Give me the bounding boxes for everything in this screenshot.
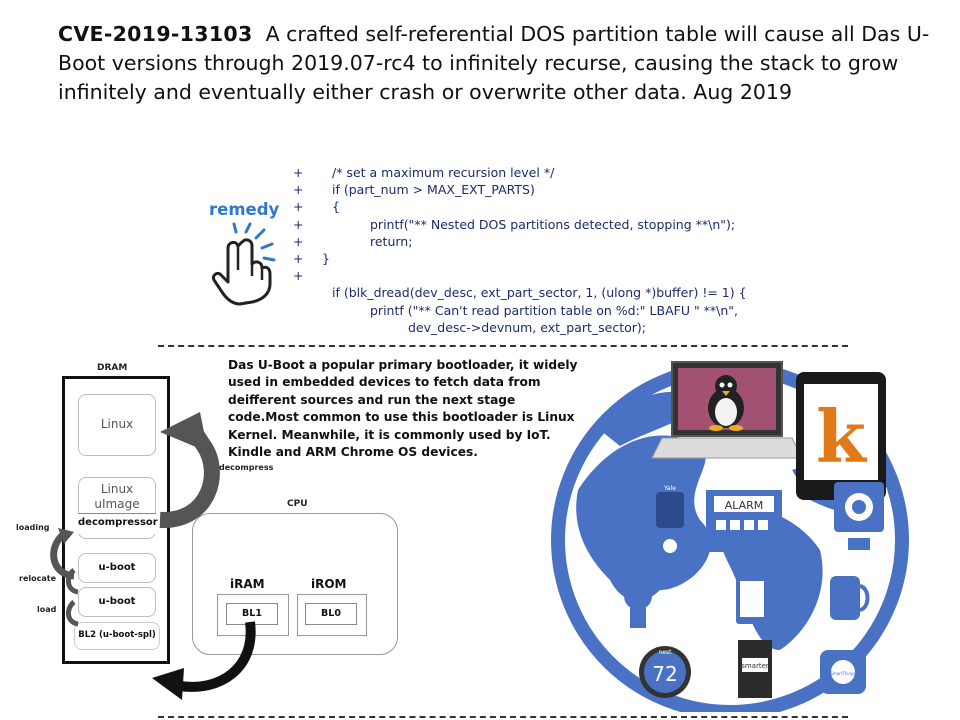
coffee-maker-icon: smarter [738,640,772,698]
cve-id: CVE-2019-13103 [58,22,253,46]
bl0-box: BL0 [305,603,357,625]
svg-text:SmartThings: SmartThings [830,671,855,676]
nest-thermostat-icon: nest 72 [639,646,691,698]
alarm-panel-icon: ALARM [706,490,782,552]
svg-text:ALARM: ALARM [725,499,764,512]
linux-box: Linux [78,394,156,456]
smartthings-hub-icon: SmartThings [820,650,866,694]
decompressor-box: decompressor [78,513,158,534]
relocate-label: relocate [19,574,56,583]
cpu-box [192,513,398,655]
cve-description: A crafted self-referential DOS partition… [58,22,930,104]
lightbulb-icon [624,582,652,628]
decompress-label: decompress [219,463,274,472]
dram-label: DRAM [97,363,128,373]
kindle-k-logo: k [816,394,868,479]
uboot-box-1: u-boot [78,553,156,583]
bl2-box: BL2 (u-boot-spl) [74,622,160,650]
remedy-label: remedy [209,200,280,219]
svg-text:smarter: smarter [741,662,769,670]
tablet-icon [736,576,768,624]
uboot-description: Das U-Boot a popular primary bootloader,… [228,358,578,460]
relocate-arrow-icon [66,568,79,595]
bl1-load-arrow-icon [152,621,256,700]
smart-lock-icon: Yale [650,484,690,562]
slide-title: CVE-2019-13103 A crafted self-referentia… [58,20,938,107]
cpu-label: CPU [287,499,308,509]
irom-label: iROM [311,577,347,591]
divider-top [158,345,848,347]
iram-label: iRAM [230,577,265,591]
loading-label: loading [16,523,50,532]
iot-devices-illustration: k Yale ALARM nest 72 sm [551,361,909,712]
irom-box [297,594,367,636]
svg-text:nest: nest [659,649,673,656]
kettle-icon [830,576,870,620]
pointing-hand-icon [212,222,276,306]
svg-text:Yale: Yale [663,485,676,492]
load-label: load [37,605,57,614]
svg-text:72: 72 [652,662,677,686]
chromebook-laptop-icon [651,361,803,459]
kindle-icon: k [796,372,886,500]
divider-bottom [158,716,848,718]
camera-icon [834,482,884,550]
decompress-arrow-icon [159,412,220,528]
uboot-box-2: u-boot [78,587,156,617]
load-arrow-icon [66,600,79,627]
